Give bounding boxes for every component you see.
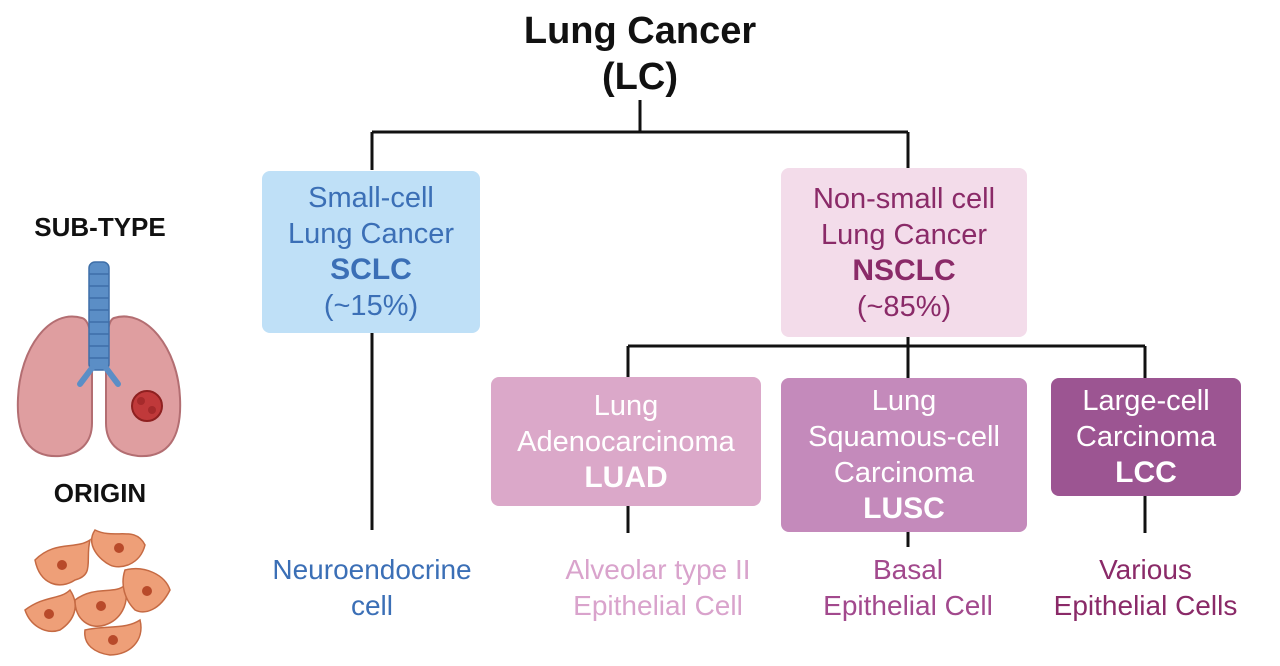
- lusc-line2: Squamous-cell: [808, 421, 1000, 453]
- lusc-abbr: LUSC: [863, 492, 945, 525]
- lcc-box: Large-cell Carcinoma LCC: [1051, 378, 1241, 496]
- lusc-box: Lung Squamous-cell Carcinoma LUSC: [781, 378, 1027, 532]
- luad-origin-line2: Epithelial Cell: [573, 590, 743, 621]
- subtype-label: SUB-TYPE: [34, 212, 166, 242]
- diagram-title: Lung Cancer (LC): [440, 8, 840, 100]
- lusc-origin-line2: Epithelial Cell: [823, 590, 993, 621]
- lcc-origin-line2: Epithelial Cells: [1053, 590, 1238, 621]
- luad-abbr: LUAD: [584, 460, 668, 494]
- title-line-1: Lung Cancer: [523, 10, 757, 52]
- lusc-line3: Carcinoma: [833, 457, 975, 489]
- luad-line2: Adenocarcinoma: [517, 425, 735, 458]
- nsclc-line1: Non-small cell: [812, 182, 996, 215]
- sclc-origin: Neuroendocrine cell: [232, 552, 512, 624]
- luad-origin-line1: Alveolar type II: [565, 554, 751, 585]
- lcc-origin-line1: Various: [1099, 554, 1192, 585]
- lcc-origin: Various Epithelial Cells: [1018, 552, 1273, 624]
- sclc-percentage: (~15%): [323, 290, 419, 322]
- luad-box: Lung Adenocarcinoma LUAD: [491, 377, 761, 506]
- epithelial-cells-icon: [15, 520, 175, 660]
- sclc-origin-line1: Neuroendocrine: [272, 554, 472, 585]
- title-line-2: (LC): [602, 56, 678, 98]
- nsclc-percentage: (~85%): [856, 290, 952, 323]
- origin-label: ORIGIN: [53, 478, 147, 508]
- sclc-line2: Lung Cancer: [287, 218, 455, 250]
- luad-line1: Lung: [593, 389, 659, 422]
- lungs-with-tumor-icon: [10, 258, 185, 468]
- lcc-line2: Carcinoma: [1075, 421, 1217, 453]
- sclc-abbr: SCLC: [330, 253, 412, 286]
- lusc-line1: Lung: [871, 385, 937, 417]
- lcc-line1: Large-cell: [1082, 385, 1210, 417]
- sclc-origin-line2: cell: [350, 590, 393, 621]
- sclc-box: Small-cell Lung Cancer SCLC (~15%): [262, 171, 480, 333]
- lusc-origin-line1: Basal: [872, 554, 944, 585]
- nsclc-box: Non-small cell Lung Cancer NSCLC (~85%): [781, 168, 1027, 337]
- lusc-origin: Basal Epithelial Cell: [783, 552, 1033, 624]
- lcc-abbr: LCC: [1115, 456, 1177, 489]
- sclc-line1: Small-cell: [308, 182, 434, 214]
- luad-origin: Alveolar type II Epithelial Cell: [508, 552, 808, 624]
- nsclc-abbr: NSCLC: [852, 253, 956, 287]
- nsclc-line2: Lung Cancer: [820, 218, 988, 251]
